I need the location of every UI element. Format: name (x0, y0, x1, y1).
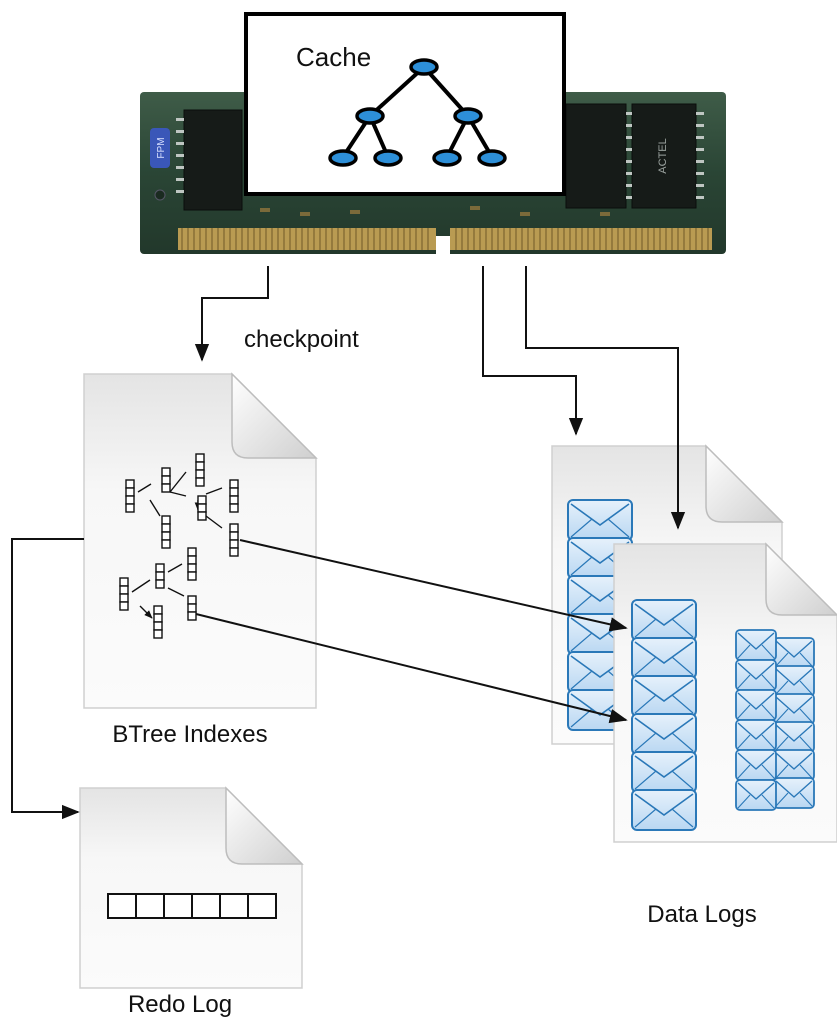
redo-arrow (11, 538, 84, 820)
checkpoint-arrow (194, 266, 269, 362)
cache-box: Cache (244, 12, 566, 196)
datalogs-label: Data Logs (647, 901, 756, 928)
redo-label: Redo Log (128, 991, 232, 1018)
btree-label: BTree Indexes (112, 721, 267, 748)
index-pointer-arrow (195, 613, 628, 724)
cache-tree-icon (341, 65, 494, 159)
chip-brand-label: FPM (156, 137, 167, 158)
cache-label: Cache (296, 42, 371, 72)
btree-icon (119, 547, 197, 639)
btree-icon (125, 453, 239, 557)
chip-text-label: ACTEL (657, 138, 669, 173)
data-log-arrow (525, 266, 686, 530)
checkpoint-label: checkpoint (244, 326, 359, 353)
btree-document-icon: BTree Indexes (83, 372, 318, 748)
data-log-arrow (482, 266, 584, 436)
redo-log-buffer-icon (107, 893, 277, 919)
index-pointer-arrow (239, 539, 628, 632)
data-log-document-icon: Data Logs (613, 542, 837, 928)
redo-document-icon: Redo Log (79, 786, 304, 1018)
